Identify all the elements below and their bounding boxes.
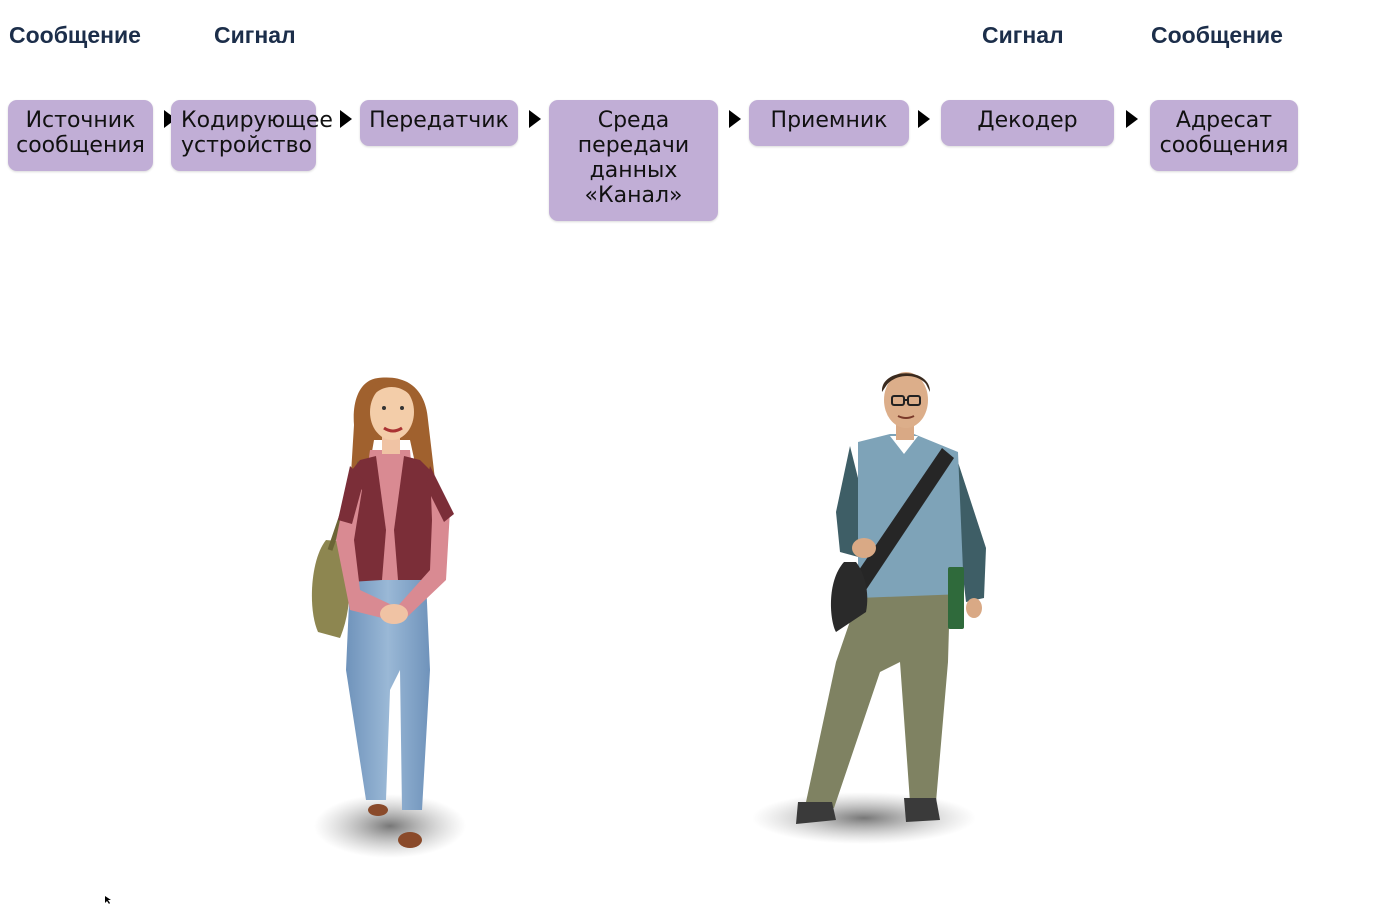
label-message-left: Сообщение	[9, 22, 141, 48]
box-message-source: Источник сообщения	[8, 100, 153, 171]
label-signal-left: Сигнал	[214, 22, 296, 48]
woman-jeans	[346, 580, 430, 810]
man-pants	[806, 592, 950, 808]
arrow-icon	[729, 110, 741, 128]
arrow-icon	[340, 110, 352, 128]
box-encoder-text: Кодирующее устройство	[181, 108, 333, 158]
box-receiver-text: Приемник	[770, 108, 888, 133]
box-transmitter: Передатчик	[360, 100, 518, 146]
box-receiver: Приемник	[749, 100, 909, 146]
cursor-icon	[105, 896, 111, 904]
man-shadow	[752, 792, 976, 844]
box-decoder: Декодер	[941, 100, 1114, 146]
box-message-recipient: Адресат сообщения	[1150, 100, 1298, 171]
box-message-source-text: Источник сообщения	[16, 108, 145, 158]
label-message-right: Сообщение	[1151, 22, 1283, 48]
woman-figure	[311, 377, 466, 858]
box-decoder-text: Декодер	[977, 108, 1078, 133]
arrow-icon	[918, 110, 930, 128]
woman-shadow	[314, 794, 466, 858]
man-bag	[830, 562, 868, 632]
box-encoder: Кодирующее устройство	[171, 100, 333, 171]
label-signal-right: Сигнал	[982, 22, 1064, 48]
arrow-icon	[529, 110, 541, 128]
woman-face	[370, 384, 414, 440]
man-book	[948, 567, 964, 629]
box-transmitter-text: Передатчик	[369, 108, 509, 133]
arrow-icon	[1126, 110, 1138, 128]
box-message-recipient-text: Адресат сообщения	[1159, 108, 1289, 158]
woman-bag	[311, 540, 350, 638]
box-channel: Среда передачи данных «Канал»	[549, 100, 718, 221]
man-figure	[752, 372, 986, 844]
box-channel-text: Среда передачи данных «Канал»	[577, 108, 690, 208]
